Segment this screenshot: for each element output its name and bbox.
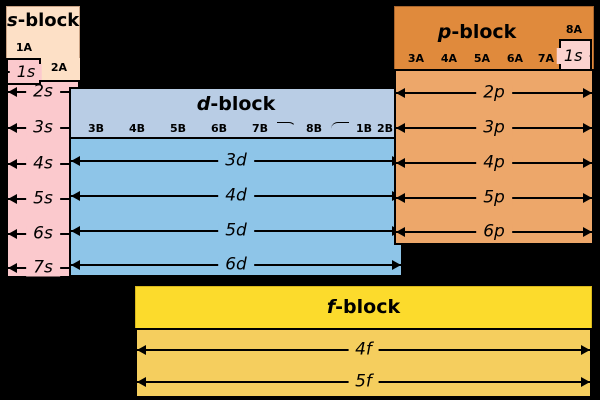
- s-block-title: s-block: [7, 10, 79, 31]
- arrow-head-right: [392, 260, 401, 270]
- f-row-4f-label: 4f: [348, 341, 379, 359]
- s-block-header: s-block: [6, 6, 80, 64]
- arrow-head-right: [583, 158, 592, 168]
- s-row-6s-label: 6s: [26, 225, 60, 243]
- cell-1s-helium: 1s: [556, 39, 592, 71]
- p-row-1s-label: 1s: [556, 48, 590, 64]
- arrow-head-right: [581, 377, 590, 387]
- arrow-head-right: [583, 88, 592, 98]
- group-label-7B: 7B: [251, 122, 269, 135]
- s-row-3s-label: 3s: [26, 119, 60, 137]
- f-block-title-letter: f: [326, 296, 336, 318]
- d-row-3d-label: 3d: [218, 152, 254, 170]
- arrow-head-right: [583, 227, 592, 237]
- arrow-head-left: [396, 193, 405, 203]
- arrow-head-left: [71, 226, 80, 236]
- p-row-3p-label: 3p: [476, 119, 512, 137]
- group-label-8B: 8B: [305, 122, 323, 135]
- d-block-title: d-block: [71, 93, 401, 115]
- d-row-4d-label: 4d: [218, 187, 254, 205]
- arrow-head-left: [8, 123, 17, 133]
- p-block: p-block 3A 4A 5A 6A 7A 2p 3p: [394, 6, 594, 245]
- p-block-body: 2p 3p 4p 5p: [394, 69, 594, 245]
- arrow-head-left: [71, 191, 80, 201]
- p-block-title-suffix: -block: [451, 21, 517, 43]
- cell-1s-hydrogen: 1s: [6, 58, 43, 85]
- s-block-title-letter: s: [7, 10, 18, 31]
- group-label-6A: 6A: [506, 52, 524, 65]
- d-row-6d-label: 6d: [218, 256, 254, 274]
- arrow-head-left: [71, 156, 80, 166]
- p-block-title-letter: p: [437, 21, 452, 43]
- arrow-head-left: [137, 345, 146, 355]
- f-block-body: 4f 5f: [135, 328, 592, 398]
- p-row-5p-label: 5p: [476, 189, 512, 207]
- group-label-5B: 5B: [169, 122, 187, 135]
- arrow-head-left: [8, 87, 17, 97]
- arrow-head-left: [71, 260, 80, 270]
- arrow-head-left: [396, 88, 405, 98]
- s-row-7s-label: 7s: [26, 259, 60, 277]
- s-row-2s-label: 2s: [26, 83, 60, 101]
- group-label-7A: 7A: [537, 52, 555, 65]
- group-label-5A: 5A: [473, 52, 491, 65]
- group-label-8A: 8A: [565, 23, 583, 36]
- p-row-2p-label: 2p: [476, 84, 512, 102]
- p-row-4p-label: 4p: [476, 154, 512, 172]
- group-label-2B: 2B: [376, 122, 394, 135]
- d-row-5d-label: 5d: [218, 222, 254, 240]
- arrow-head-left: [396, 158, 405, 168]
- arrow-head-left: [8, 159, 17, 169]
- s-block-title-suffix: -block: [17, 10, 80, 31]
- p-row-6p-label: 6p: [476, 223, 512, 241]
- arrow-head-left: [396, 123, 405, 133]
- d-block-title-letter: d: [196, 93, 211, 115]
- p-block-title: p-block: [395, 21, 559, 43]
- s-block: s-block 2s 3s 4s: [6, 6, 80, 278]
- d-block-body: 3d 4d 5d 6d: [69, 137, 403, 277]
- arrow-head-right: [583, 123, 592, 133]
- arrow-head-left: [137, 377, 146, 387]
- brace-8B-left: [277, 122, 296, 131]
- f-block-title: f-block: [136, 296, 591, 318]
- arrow-head-right: [581, 345, 590, 355]
- f-block: f-block 4f 5f: [135, 286, 592, 398]
- d-block-title-suffix: -block: [210, 93, 276, 115]
- group-label-2A: 2A: [50, 61, 68, 74]
- arrow-head-left: [8, 263, 17, 273]
- group-label-4A: 4A: [440, 52, 458, 65]
- group-label-3A: 3A: [407, 52, 425, 65]
- group-label-1B: 1B: [355, 122, 373, 135]
- group-label-4B: 4B: [128, 122, 146, 135]
- group-label-6B: 6B: [210, 122, 228, 135]
- s-row-5s-label: 5s: [26, 190, 60, 208]
- f-block-title-suffix: -block: [335, 296, 401, 318]
- brace-8B-right: [331, 122, 349, 131]
- f-block-header: f-block: [135, 286, 592, 330]
- arrow-head-left: [8, 194, 17, 204]
- s-row-1s-label: 1s: [9, 64, 43, 80]
- d-block-header: d-block 3B 4B 5B 6B 7B 8B 1B 2B: [69, 87, 403, 139]
- s-row-4s-label: 4s: [26, 155, 60, 173]
- group-label-1A: 1A: [15, 41, 33, 54]
- arrow-head-left: [8, 229, 17, 239]
- arrow-head-right: [583, 193, 592, 203]
- d-block: d-block 3B 4B 5B 6B 7B 8B 1B 2B 3d: [69, 87, 403, 277]
- s-block-notch: [39, 58, 80, 82]
- arrow-head-left: [396, 227, 405, 237]
- group-label-3B: 3B: [87, 122, 105, 135]
- f-row-5f-label: 5f: [348, 373, 379, 391]
